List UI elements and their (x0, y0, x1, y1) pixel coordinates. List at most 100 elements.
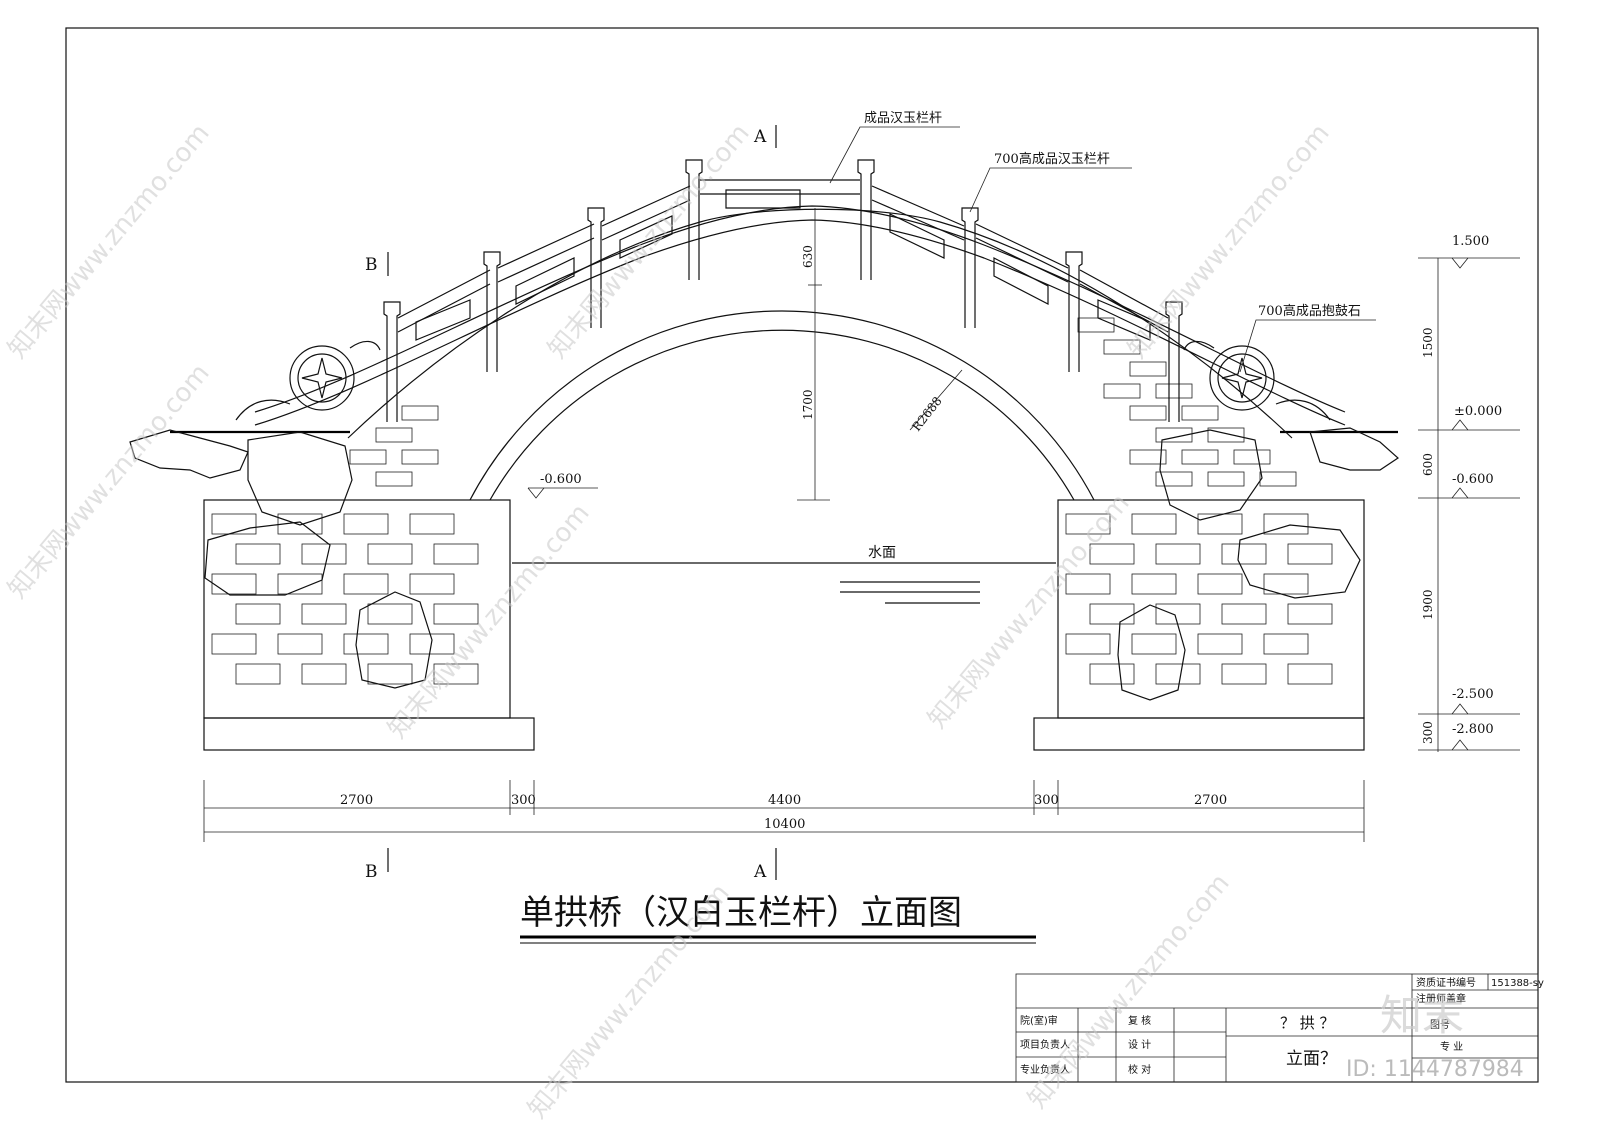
brick (1155, 603, 1201, 625)
railing-post (587, 207, 605, 328)
railing-panel (725, 189, 801, 209)
brick (1263, 633, 1309, 655)
brick (401, 449, 439, 465)
svg-text:知末网www.znzmo.com: 知末网www.znzmo.com (542, 118, 755, 364)
brick (301, 663, 347, 685)
svg-text:知末网www.znzmo.com: 知末网www.znzmo.com (1122, 118, 1335, 364)
brick (1065, 513, 1111, 535)
brick (367, 603, 413, 625)
vdim-3: 300 (1421, 721, 1435, 744)
brick (1129, 361, 1167, 377)
railing-panel (993, 257, 1049, 305)
brick (301, 603, 347, 625)
brick (343, 633, 389, 655)
brick (1129, 405, 1167, 421)
tb-row2-a: 专业负责人 (1020, 1063, 1070, 1076)
vdim-2: 1900 (1421, 589, 1435, 620)
railing-post (961, 207, 979, 328)
brick (1065, 633, 1111, 655)
vdim-0: 1500 (1421, 327, 1435, 358)
brick (1287, 543, 1333, 565)
section-mark-b-top: B (365, 255, 378, 275)
brick (1065, 573, 1111, 595)
level-marker-left (527, 487, 598, 499)
railing-panel (415, 299, 471, 341)
brick (1131, 513, 1177, 535)
callout-railing-700: 700高成品汉玉栏杆 (994, 151, 1110, 167)
brick (211, 513, 257, 535)
brick (1155, 471, 1193, 487)
tb-row0-a: 院(室)审 (1020, 1014, 1058, 1027)
brick (277, 633, 323, 655)
brick (1197, 633, 1243, 655)
brick (433, 543, 479, 565)
elev-0: 1.500 (1452, 234, 1489, 249)
brick (349, 449, 387, 465)
drawing-title: 单拱桥（汉白玉栏杆）立面图 (520, 893, 962, 933)
arch-outer-ring (469, 310, 1095, 501)
brick (1131, 633, 1177, 655)
svg-text:知末网www.znzmo.com: 知末网www.znzmo.com (2, 118, 215, 364)
callout-leaders (829, 126, 1376, 373)
brick (235, 543, 281, 565)
tb-no-label: 图号 (1430, 1019, 1450, 1031)
brick (211, 633, 257, 655)
railing-rail (497, 223, 595, 283)
railing-rail (871, 185, 965, 241)
brick (1287, 663, 1333, 685)
rock-boulders (129, 427, 1399, 701)
brick (409, 633, 455, 655)
center-height-dim (797, 208, 830, 501)
brick (1155, 663, 1201, 685)
railing-post (1065, 251, 1083, 372)
brick (1221, 543, 1267, 565)
brick (301, 543, 347, 565)
brick (401, 405, 439, 421)
section-mark-a-bottom: A (753, 862, 767, 882)
brick (1221, 603, 1267, 625)
left-abutment (203, 499, 535, 751)
railing-post (383, 301, 401, 422)
railing-rail (601, 185, 691, 241)
right-abutment (1033, 499, 1365, 751)
brick (1155, 383, 1193, 399)
hdim-1: 300 (511, 793, 536, 808)
watermark-id: ID: 1144787984 (1346, 1057, 1524, 1082)
brick (1263, 573, 1309, 595)
hdim-total: 10400 (764, 817, 805, 832)
railing-rail (397, 269, 491, 333)
tb-row1-b: 设 计 (1128, 1038, 1151, 1051)
elev-3: -2.500 (1452, 687, 1494, 702)
tb-drawing: 立面？ (1286, 1049, 1337, 1069)
brick (1155, 427, 1193, 443)
brick (375, 427, 413, 443)
brick (343, 573, 389, 595)
arch-spandrel (347, 208, 1297, 501)
brick (1197, 513, 1243, 535)
section-mark-a-top: A (753, 127, 767, 147)
brick (1131, 573, 1177, 595)
horizontal-dim-lines (203, 780, 1365, 842)
vdim-1: 600 (1421, 453, 1435, 476)
svg-text:知末网www.znzmo.com: 知末网www.znzmo.com (922, 488, 1135, 734)
watermark-layer: 知末网www.znzmo.com 知末网www.znzmo.com 知末网www… (2, 118, 1335, 1124)
drum-stone-right (1183, 340, 1331, 421)
brick (1263, 513, 1309, 535)
water-label: 水面 (868, 545, 896, 561)
brick (1259, 471, 1297, 487)
drum-stone-left (235, 340, 381, 421)
brick (1089, 603, 1135, 625)
brick (409, 573, 455, 595)
railing-rail (700, 179, 860, 195)
water-surface (512, 562, 1056, 604)
elev-1: ±0.000 (1454, 404, 1502, 419)
hdim-3: 300 (1034, 793, 1059, 808)
radius-label: R2688 (909, 394, 944, 434)
brick (1077, 317, 1115, 333)
svg-text:知末网www.znzmo.com: 知末网www.znzmo.com (382, 498, 595, 744)
railing-post (483, 251, 501, 372)
title-block (1015, 973, 1539, 1083)
railing-rail (975, 223, 1069, 283)
brick (433, 603, 479, 625)
callout-drum-stone: 700高成品抱鼓石 (1258, 303, 1361, 319)
